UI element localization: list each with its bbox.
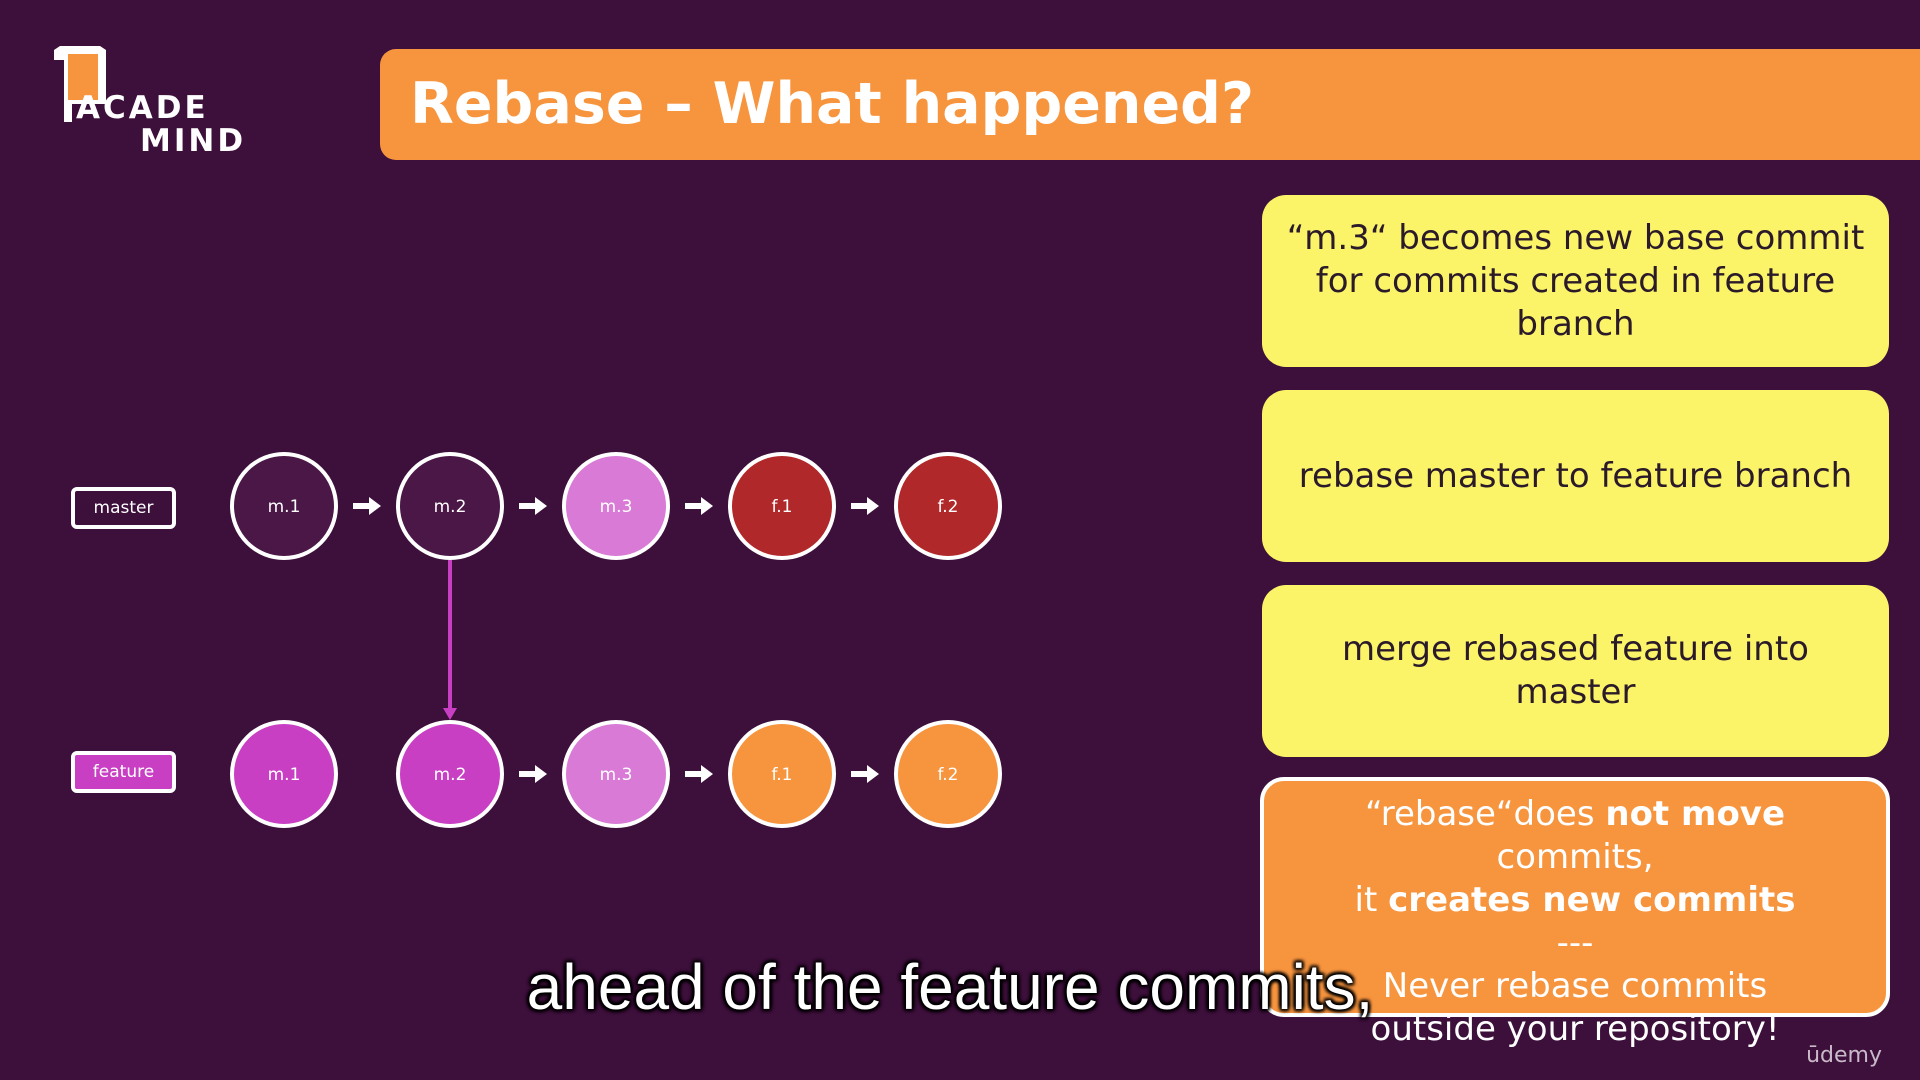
master-arrow-icon xyxy=(519,497,547,515)
feature-commit-label: m.1 xyxy=(268,765,301,785)
feature-commit-m.3 xyxy=(562,720,670,828)
master-commit-m.3 xyxy=(562,452,670,560)
warning-text: “rebase“does xyxy=(1364,794,1606,834)
branch-label-master: master xyxy=(71,487,176,529)
academind-logo: ACADE MIND xyxy=(52,46,252,159)
warning-line2: it creates new commits xyxy=(1284,879,1866,922)
warning-emphasis: not move xyxy=(1605,794,1786,834)
info-box-merge: merge rebased feature into master xyxy=(1262,585,1889,757)
logo-flag-icon xyxy=(54,46,106,122)
master-commit-m.1 xyxy=(230,452,338,560)
master-commit-f.2 xyxy=(894,452,1002,560)
master-commit-label: m.2 xyxy=(434,497,467,517)
feature-commit-label: m.2 xyxy=(434,765,467,785)
feature-commit-f.1 xyxy=(728,720,836,828)
feature-arrow-icon xyxy=(851,765,879,783)
warning-box: “rebase“does not move commits, it create… xyxy=(1260,777,1890,1049)
feature-commit-label: f.2 xyxy=(938,765,959,785)
branch-label-feature: feature xyxy=(71,751,176,793)
warning-never: Never rebase commits outside your reposi… xyxy=(1370,966,1780,1049)
warning-text: commits, xyxy=(1496,837,1654,877)
info-box-new-base: “m.3“ becomes new base commit for commit… xyxy=(1262,195,1889,367)
slide-title: Rebase – What happened? xyxy=(410,71,1255,137)
warning-line1: “rebase“does not move commits, xyxy=(1284,793,1866,879)
master-commit-m.2 xyxy=(396,452,504,560)
master-arrow-icon xyxy=(685,497,713,515)
feature-arrow-icon xyxy=(519,765,547,783)
info-box-text: merge rebased feature into master xyxy=(1341,629,1809,712)
feature-commit-f.2 xyxy=(894,720,1002,828)
title-bar: Rebase – What happened? xyxy=(380,49,1920,160)
video-subtitle: ahead of the feature commits, xyxy=(526,951,1374,1023)
feature-commit-label: m.3 xyxy=(600,765,633,785)
master-commit-label: f.1 xyxy=(772,497,793,517)
master-arrow-icon xyxy=(851,497,879,515)
feature-arrow-icon xyxy=(685,765,713,783)
logo-text-line2: MIND xyxy=(140,123,247,159)
logo-text-line1: ACADE xyxy=(76,90,209,126)
master-arrow-icon xyxy=(353,497,381,515)
rebase-connector-arrowhead xyxy=(443,708,457,720)
info-box-text: “m.3“ becomes new base commit for commit… xyxy=(1286,217,1865,344)
udemy-watermark: ūdemy xyxy=(1806,1043,1882,1068)
master-commit-f.1 xyxy=(728,452,836,560)
master-commit-label: m.3 xyxy=(600,497,633,517)
feature-commit-m.1 xyxy=(230,720,338,828)
info-box-text: rebase master to feature branch xyxy=(1298,455,1853,496)
warning-separator: --- xyxy=(1556,923,1594,963)
master-commit-label: m.1 xyxy=(268,497,301,517)
info-box-rebase-master: rebase master to feature branch xyxy=(1262,390,1889,562)
feature-commit-label: f.1 xyxy=(772,765,793,785)
warning-text: it xyxy=(1354,880,1389,920)
feature-commit-m.2 xyxy=(396,720,504,828)
warning-emphasis: creates new commits xyxy=(1388,880,1796,920)
master-commit-label: f.2 xyxy=(938,497,959,517)
